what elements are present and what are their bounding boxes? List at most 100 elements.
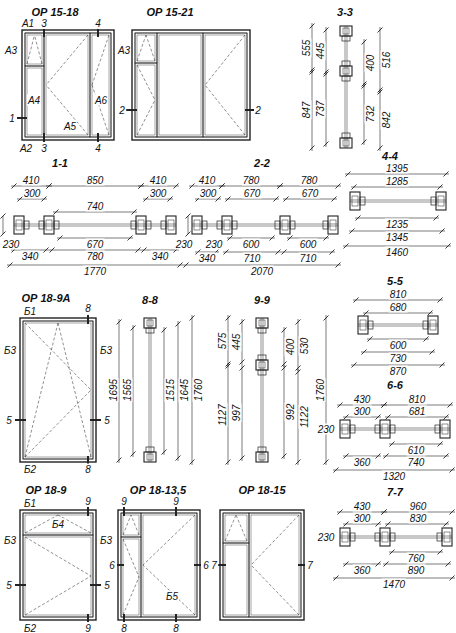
dim-tick: [428, 311, 433, 316]
dimension-label: Б1: [23, 498, 37, 509]
dim-tick: [176, 322, 181, 327]
glass-line: [358, 326, 438, 327]
dimension-label: 1127: [217, 403, 228, 427]
dimension-label: 555: [301, 39, 312, 58]
section-cut-mark: [43, 29, 45, 37]
glass: [123, 539, 139, 615]
sash: [135, 33, 157, 63]
frame-profile: [280, 216, 290, 234]
dimension-label: 740: [407, 457, 426, 468]
dimension-label: 681: [408, 406, 427, 417]
dim-tick: [176, 456, 181, 461]
window-frame: [20, 510, 96, 620]
section-cut-mark: [194, 564, 201, 566]
sash-profile: [323, 221, 328, 229]
dimension-label: 400: [285, 338, 296, 357]
dimension-line: [138, 186, 179, 187]
dimension-line: [46, 186, 144, 187]
sash-profile: [375, 533, 380, 541]
frame-profile: [436, 192, 446, 210]
frame-profile: [144, 452, 156, 462]
dimension-line: [312, 23, 313, 73]
dimension-label: 997: [231, 404, 242, 423]
opening-line: [137, 65, 155, 100]
dim-tick: [362, 40, 367, 45]
dimension-label: Б4: [51, 519, 65, 530]
frame-profile: [340, 420, 350, 438]
frame-profile: [440, 420, 450, 438]
frame-profile: [14, 216, 24, 234]
dim-tick: [240, 320, 245, 325]
dimension-line: [343, 524, 381, 525]
dimension-line: [326, 315, 327, 465]
dimension-label: 780: [86, 251, 105, 262]
glass-line: [358, 324, 438, 325]
dim-tick: [362, 140, 367, 145]
dim-tick: [220, 184, 225, 189]
sash-profile: [217, 221, 222, 229]
dim-tick: [378, 90, 383, 95]
sash-profile: [146, 447, 154, 452]
dim-tick: [376, 562, 381, 567]
dim-tick: [240, 366, 245, 371]
window-frame: [132, 30, 250, 140]
dimension-label: 5: [5, 415, 13, 426]
sash: [203, 33, 247, 137]
dim-tick: [376, 522, 381, 527]
dimension-label: 410: [149, 175, 168, 186]
section-cut-mark: [175, 614, 177, 622]
dimension-label: 2070: [250, 266, 274, 277]
dimension-line: [119, 319, 120, 463]
dim-tick: [424, 337, 429, 342]
dimension-label: 5: [103, 415, 111, 426]
opening-line: [251, 515, 299, 565]
sash: [157, 33, 203, 137]
glass: [25, 537, 91, 615]
dim-tick: [384, 562, 389, 567]
dimension-label: 6: [202, 560, 210, 571]
opening-line: [137, 35, 146, 61]
opening-line: [236, 515, 247, 541]
dim-tick: [386, 522, 391, 527]
dimension-label: 3: [40, 143, 48, 154]
dim-tick: [448, 403, 453, 408]
frame-profile: [380, 420, 390, 438]
opening-line: [25, 390, 91, 457]
dimension-label: 850: [86, 175, 105, 186]
section-cut-mark: [15, 584, 26, 586]
glass: [25, 515, 91, 533]
dim-tick: [446, 562, 451, 567]
dimension-label: А6: [94, 95, 108, 106]
profile-chamber: [343, 28, 349, 34]
dimension-line: [326, 27, 327, 75]
sash-profile: [258, 355, 266, 360]
dimension-line: [343, 417, 381, 418]
section-cut-mark: [245, 109, 254, 111]
section-cut-mark: [17, 117, 27, 119]
dimension-label: 340: [151, 251, 170, 262]
profile-chamber: [168, 220, 174, 230]
dimension-label: 1565: [122, 378, 133, 402]
dimension-label: 1345: [385, 232, 409, 243]
dimension-label: 300: [353, 406, 372, 417]
dim-tick: [444, 172, 449, 177]
profile-chamber: [16, 220, 22, 230]
glass: [251, 515, 299, 615]
dimension-line: [133, 325, 134, 457]
opening-line: [123, 515, 131, 535]
glass-line: [14, 224, 176, 225]
frame-profile: [428, 316, 438, 334]
dim-tick: [438, 550, 443, 555]
profile-chamber: [382, 424, 388, 434]
opening-line: [143, 565, 195, 615]
dimension-label: А4: [27, 95, 41, 106]
sash-profile: [232, 221, 237, 229]
profile-chamber: [382, 532, 388, 542]
dimension-line: [385, 417, 449, 418]
dimension-label: 430: [353, 394, 372, 405]
dim-tick: [226, 460, 231, 465]
dimension-line: [228, 315, 229, 367]
dimension-label: А2: [19, 143, 33, 154]
sash-profile: [431, 197, 436, 205]
dimension-label: 670: [243, 188, 262, 199]
